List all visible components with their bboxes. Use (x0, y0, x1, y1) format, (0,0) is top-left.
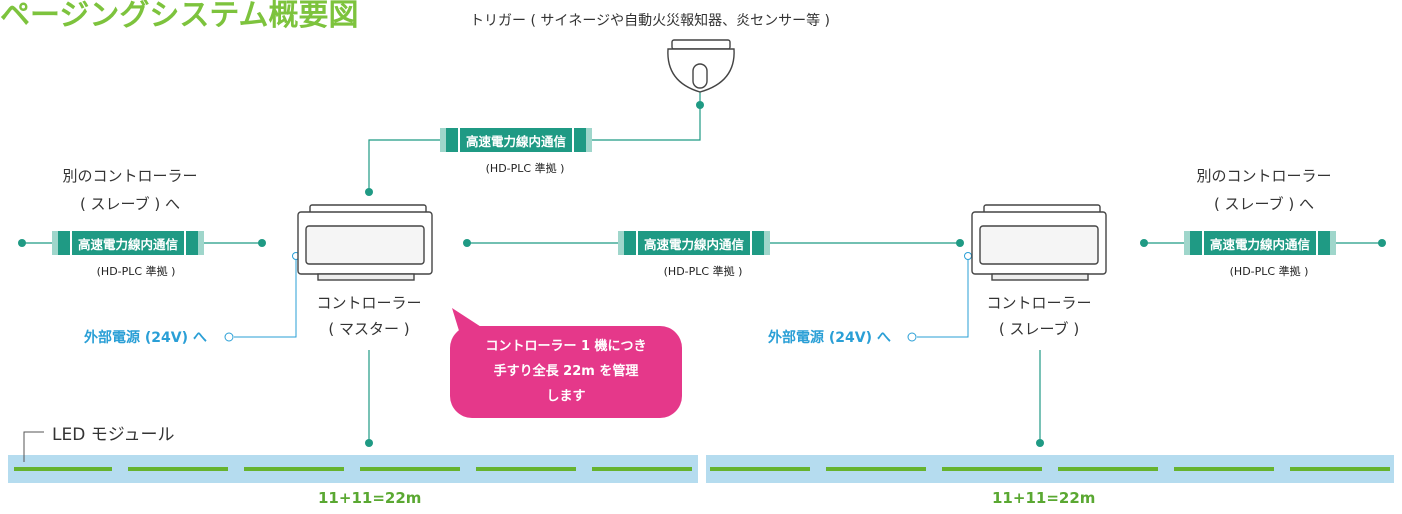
plc-label: 高速電力線内通信 (638, 231, 751, 255)
plc-label: 高速電力線内通信 (1204, 231, 1317, 255)
other-controller-line2: ( スレーブ ) へ (1213, 195, 1315, 213)
controller-master-label: コントローラー ( マスター ) (289, 290, 449, 342)
other-controller-line1: 別のコントローラー (62, 167, 198, 185)
power-label-slave: 外部電源 (24V) へ (768, 330, 891, 346)
controller-slave-icon (971, 204, 1107, 281)
page-title: ページングシステム概要図 (0, 0, 359, 33)
plc-sub-left: (HD-PLC 準拠 ) (96, 265, 176, 278)
callout-line2: 手すり全長 22m を管理 (493, 364, 639, 379)
plc-label: 高速電力線内通信 (72, 231, 185, 255)
plc-badge-left: 高速電力線内通信 (52, 231, 205, 255)
controller-master-line2: ( マスター ) (328, 320, 410, 338)
plc-badge-top: 高速電力線内通信 (440, 128, 593, 152)
other-controller-note-left: 別のコントローラー ( スレーブ ) へ (40, 162, 220, 218)
controller-master-line1: コントローラー (316, 294, 422, 312)
plc-badge-right: 高速電力線内通信 (1184, 231, 1337, 255)
controller-slave-line2: ( スレーブ ) (998, 320, 1080, 338)
other-controller-line2: ( スレーブ ) へ (79, 195, 181, 213)
measurement-right: 11+11=22m (992, 489, 1096, 507)
led-bar-right (706, 455, 1394, 483)
controller-master-icon (297, 204, 433, 281)
other-controller-note-right: 別のコントローラー ( スレーブ ) へ (1174, 162, 1354, 218)
controller-slave-label: コントローラー ( スレーブ ) (959, 290, 1119, 342)
led-module-label: LED モジュール (52, 425, 175, 445)
other-controller-line1: 別のコントローラー (1196, 167, 1332, 185)
callout-bubble: コントローラー 1 機につき 手すり全長 22m を管理 します (450, 326, 682, 418)
plc-badge-center: 高速電力線内通信 (618, 231, 771, 255)
measurement-left: 11+11=22m (318, 489, 422, 507)
plc-sub-top: (HD-PLC 準拠 ) (485, 162, 565, 175)
trigger-device-icon (667, 39, 735, 93)
callout-line1: コントローラー 1 機につき (485, 339, 647, 354)
plc-label: 高速電力線内通信 (460, 128, 573, 152)
controller-slave-line1: コントローラー (986, 294, 1092, 312)
trigger-label: トリガー ( サイネージや自動火災報知器、炎センサー等 ) (470, 13, 830, 29)
plc-sub-center: (HD-PLC 準拠 ) (663, 265, 743, 278)
led-bar-left (8, 455, 698, 483)
plc-sub-right: (HD-PLC 準拠 ) (1229, 265, 1309, 278)
callout-line3: します (546, 389, 586, 404)
power-label-master: 外部電源 (24V) へ (84, 330, 207, 346)
